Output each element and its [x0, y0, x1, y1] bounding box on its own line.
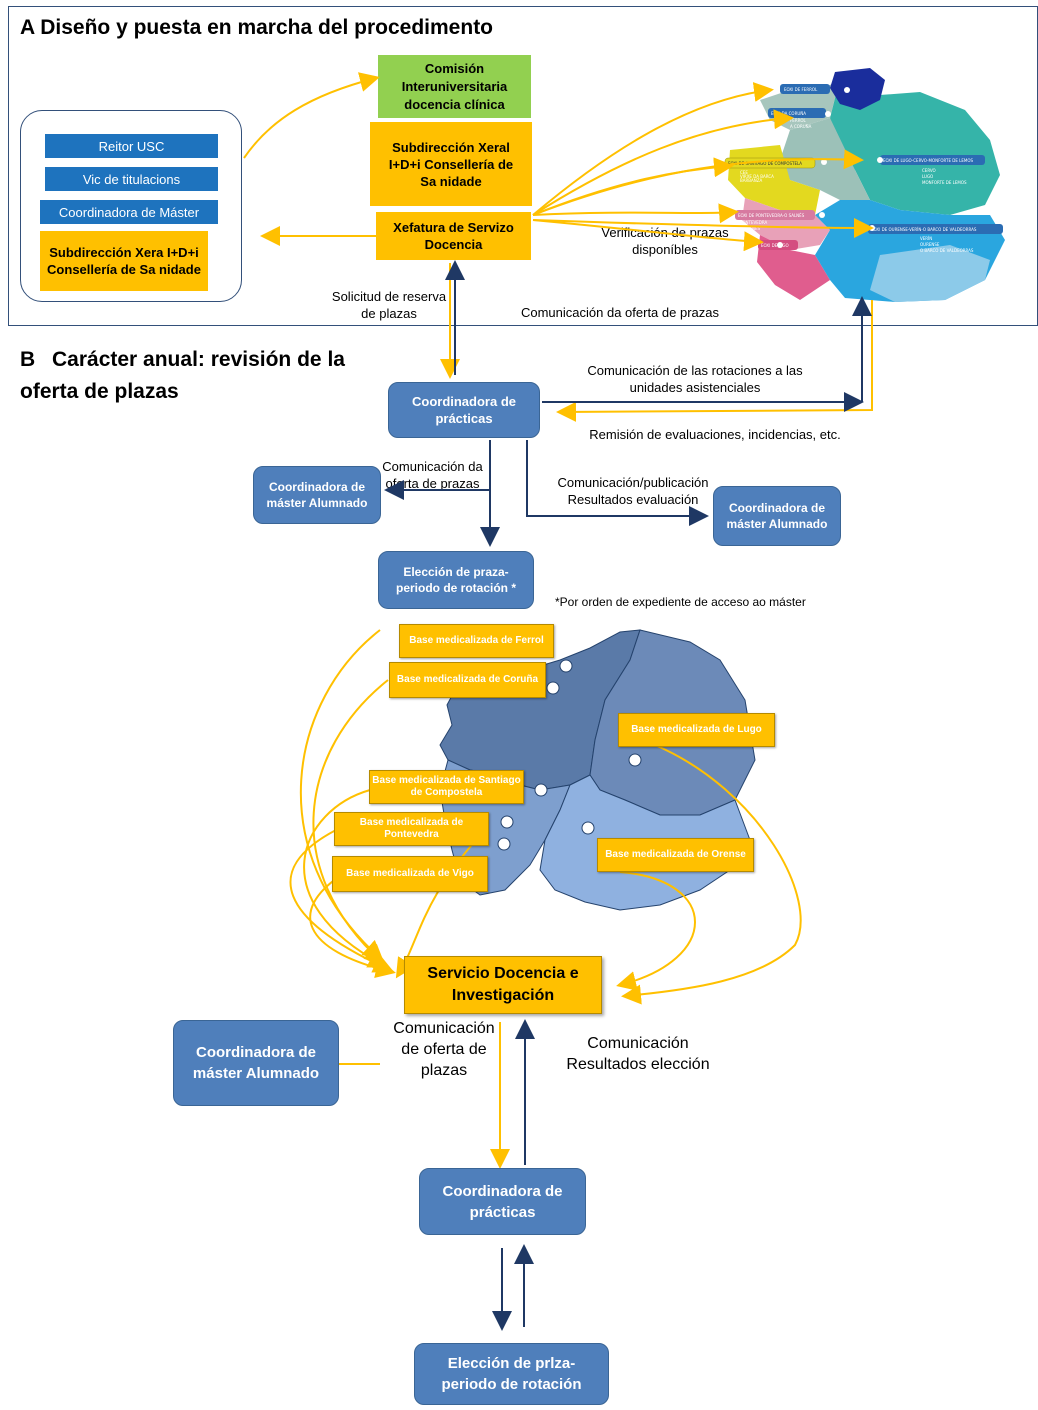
rotaciones-label: Comunicación de las rotaciones a las uni…: [587, 363, 803, 395]
pin-pontevedra: [500, 815, 514, 829]
comunicacion-publicacion-label: Comunicación/publicación Resultados eval…: [557, 475, 709, 507]
xefatura-box: Xefatura de Servizo Docencia: [376, 212, 531, 260]
coord-master-left: Coordinadora de máster Alumnado: [253, 466, 381, 524]
comunicacion-oferta-left-label: Comunicación da oferta de prazas: [382, 459, 483, 491]
eleccion-bottom: Elección de prlza-periodo de rotación: [414, 1343, 609, 1405]
panel-subdireccion: Subdirección Xera I+D+i Consellería de S…: [40, 231, 208, 291]
base-coruna: Base medicalizada de Coruña: [389, 662, 546, 698]
section-b-title-text: Carácter anual: revisión de la oferta de…: [20, 348, 345, 403]
base-pontevedra: Base medicalizada de Pontevedra: [334, 812, 489, 846]
pin-vigo: [497, 837, 511, 851]
base-orense: Base medicalizada de Orense: [597, 838, 754, 872]
coord-master-right: Coordinadora de máster Alumnado: [713, 486, 841, 546]
pin-ourense: [581, 821, 595, 835]
remision-label: Remisión de evaluaciones, incidencias, e…: [589, 427, 841, 442]
pin-lugo: [628, 753, 642, 767]
comunicacion-resultados-label: Comunicación Resultados elección: [566, 1035, 710, 1073]
section-a-title: A Diseño y puesta en marcha del procedim…: [20, 16, 494, 39]
base-ferrol: Base medicalizada de Ferrol: [399, 624, 554, 658]
base-santiago: Base medicalizada de Santiago de Compost…: [369, 770, 524, 804]
pin-santiago: [534, 783, 548, 797]
comision-box: Comisión Interuniversitaria docencia clí…: [378, 55, 531, 118]
comunicacion-oferta-bottom-label: Comunicación de oferta de plazas: [393, 1020, 495, 1079]
panel-item-coordinadora: Coordinadora de Máster: [40, 200, 218, 224]
subdireccion-box: Subdirección Xeral I+D+i Consellería de …: [370, 122, 532, 206]
coord-practicas-box: Coordinadora de prácticas: [388, 382, 540, 438]
comunicacion-oferta-label: Comunicación da oferta de prazas: [520, 305, 719, 320]
solicitud-label: Solicitud de reserva de plazas: [331, 289, 447, 321]
pin-ferrol: [559, 659, 573, 673]
base-vigo: Base medicalizada de Vigo: [332, 856, 488, 892]
pin-coruna: [546, 681, 560, 695]
servicio-docencia-box: Servicio Docencia e Investigación: [404, 956, 602, 1014]
section-b-letter: B: [20, 348, 36, 371]
panel-item-vic: Vic de titulacions: [45, 167, 218, 191]
coord-practicas-bottom: Coordinadora de prácticas: [419, 1168, 586, 1235]
eleccion-box: Elección de praza-periodo de rotación *: [378, 551, 534, 609]
base-lugo: Base medicalizada de Lugo: [618, 713, 775, 747]
nota-label: *Por orden de expediente de acceso ao má…: [555, 595, 806, 609]
panel-item-reitor: Reitor USC: [45, 134, 218, 158]
coord-master-bottom: Coordinadora de máster Alumnado: [173, 1020, 339, 1106]
verificacion-label: Verificación de prazas disponíbles: [601, 225, 729, 257]
